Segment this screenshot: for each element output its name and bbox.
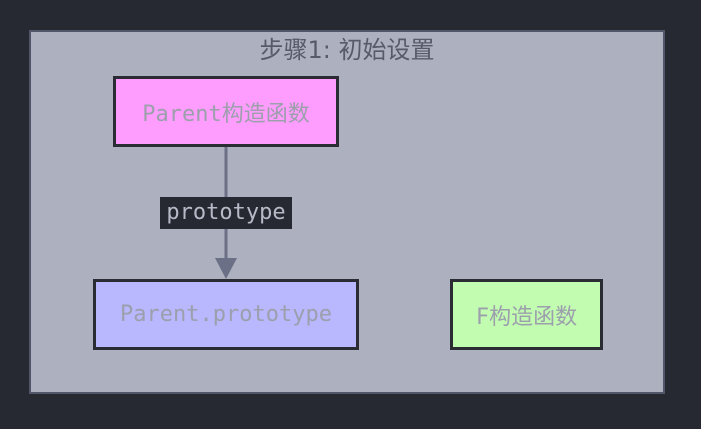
edge-prototype-arrowhead <box>215 258 237 279</box>
edge-label-prototype: prototype <box>160 197 292 229</box>
node-parent-prototype: Parent.prototype <box>93 279 359 350</box>
node-parent-constructor: Parent构造函数 <box>113 76 339 147</box>
node-f-constructor: F构造函数 <box>450 279 603 350</box>
subgraph-title: 步骤1: 初始设置 <box>259 36 435 64</box>
